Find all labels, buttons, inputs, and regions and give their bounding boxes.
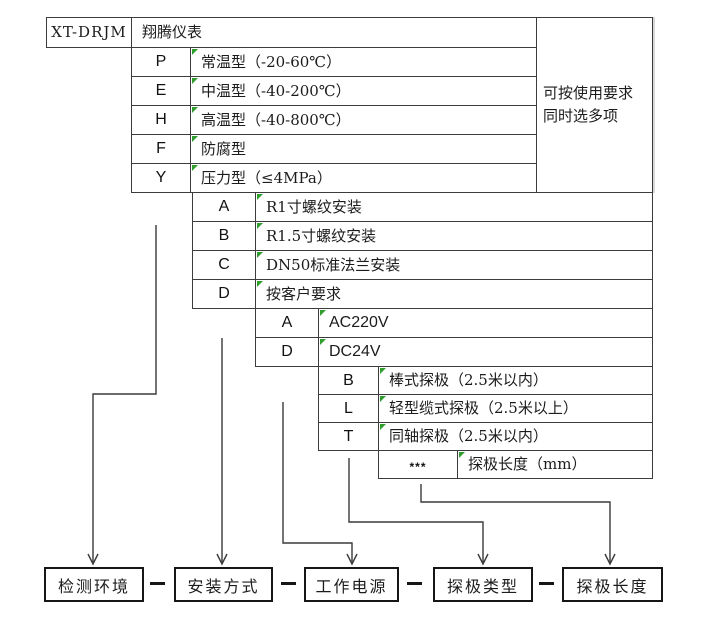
mount-code-C: C bbox=[192, 250, 256, 280]
model-code-cell: XT-DRJM bbox=[46, 17, 132, 48]
category-box-power: 工作电源 bbox=[304, 567, 399, 602]
mount-code-B: B bbox=[192, 221, 256, 251]
dash-separator bbox=[539, 582, 554, 585]
probe-desc-T: 同轴探极（2.5米以内） bbox=[378, 422, 653, 451]
arrow-down-icon bbox=[604, 553, 616, 566]
probe-code-L: L bbox=[318, 394, 379, 423]
category-box-environment: 检测环境 bbox=[44, 567, 144, 602]
probe-code-B: B bbox=[318, 366, 379, 395]
env-code-Y: Y bbox=[131, 163, 191, 193]
probe-desc-L: 轻型缆式探极（2.5米以上） bbox=[378, 394, 653, 423]
arrow-down-icon bbox=[477, 553, 489, 566]
connector-line-probe-length bbox=[420, 484, 611, 562]
dash-separator bbox=[407, 582, 422, 585]
connector-line-environment bbox=[92, 225, 157, 562]
dash-separator bbox=[281, 582, 296, 585]
mount-desc-D: 按客户要求 bbox=[255, 279, 653, 309]
env-desc-P: 常温型（-20-60℃） bbox=[190, 47, 537, 77]
power-code-D: D bbox=[255, 337, 319, 367]
mount-desc-C: DN50标准法兰安装 bbox=[255, 250, 653, 280]
mount-desc-A: R1寸螺纹安装 bbox=[255, 192, 653, 222]
length-code-stars: *** bbox=[378, 450, 458, 479]
note-line-2: 同时选多项 bbox=[543, 107, 619, 125]
env-desc-E: 中温型（-40-200℃） bbox=[190, 76, 537, 106]
arrow-down-icon bbox=[346, 553, 358, 566]
power-code-A: A bbox=[255, 308, 319, 338]
arrow-down-icon bbox=[87, 553, 99, 566]
brand-cell: 翔腾仪表 bbox=[131, 17, 537, 48]
env-code-F: F bbox=[131, 134, 191, 164]
note-box: 可按使用要求 同时选多项 bbox=[536, 17, 653, 193]
length-desc: 探极长度（mm） bbox=[457, 450, 653, 479]
dash-separator bbox=[150, 582, 165, 585]
power-desc-DC24V: DC24V bbox=[318, 337, 653, 367]
env-code-H: H bbox=[131, 105, 191, 135]
env-desc-F: 防腐型 bbox=[190, 134, 537, 164]
mount-code-D: D bbox=[192, 279, 256, 309]
env-desc-Y: 压力型（≤4MPa） bbox=[190, 163, 537, 193]
mount-desc-B: R1.5寸螺纹安装 bbox=[255, 221, 653, 251]
note-line-1: 可按使用要求 bbox=[543, 84, 634, 102]
env-desc-H: 高温型（-40-800℃） bbox=[190, 105, 537, 135]
category-box-mounting: 安装方式 bbox=[174, 567, 273, 602]
arrow-down-icon bbox=[216, 553, 228, 566]
category-box-probe-type: 探极类型 bbox=[433, 567, 533, 602]
power-desc-AC220V: AC220V bbox=[318, 308, 653, 338]
category-box-probe-length: 探极长度 bbox=[562, 567, 663, 602]
env-code-P: P bbox=[131, 47, 191, 77]
probe-desc-B: 棒式探极（2.5米以内） bbox=[378, 366, 653, 395]
env-code-E: E bbox=[131, 76, 191, 106]
mount-code-A: A bbox=[192, 192, 256, 222]
probe-code-T: T bbox=[318, 422, 379, 451]
